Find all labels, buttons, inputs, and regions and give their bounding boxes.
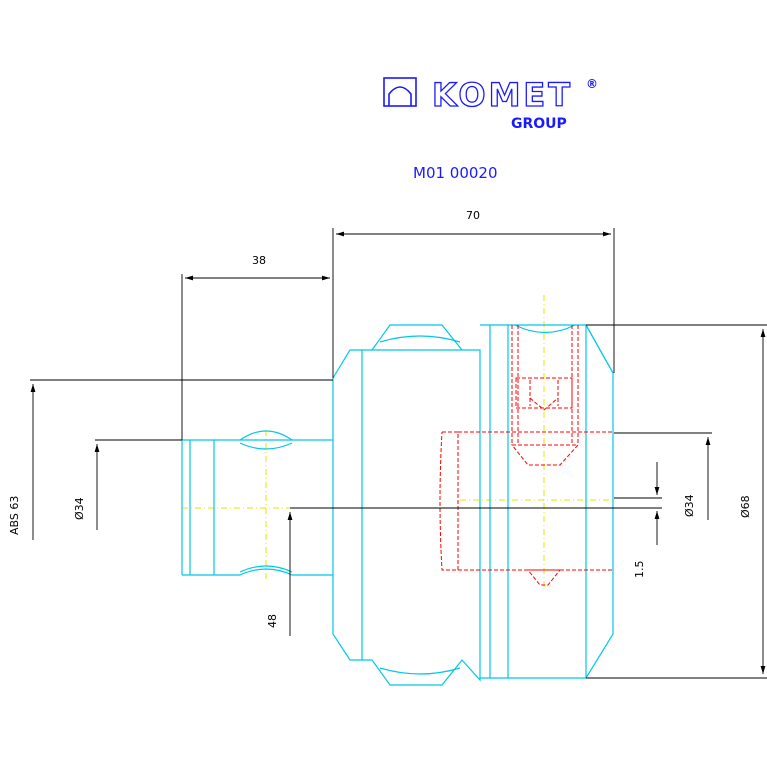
- logo-registered-mark: ®: [586, 77, 598, 91]
- left-shank-groove: [189, 439, 293, 575]
- dim-48-text: 48: [266, 614, 279, 628]
- hidden-insert: [439, 431, 614, 571]
- dim-abs-text: ABS 63: [8, 496, 21, 535]
- dim-38-text: 38: [252, 254, 266, 267]
- part-outline: [181, 324, 614, 686]
- right-head: [480, 324, 614, 679]
- logo-mark-arc: [388, 86, 412, 106]
- left-shank: [181, 430, 333, 576]
- part-code: M01 00020: [413, 164, 498, 182]
- hidden-bore-top: [511, 325, 579, 445]
- centerlines: [182, 295, 615, 590]
- dimension-lines: [30, 228, 767, 679]
- logo-mark-icon: [383, 77, 417, 107]
- dim-dia68-text: Ø68: [739, 495, 752, 518]
- dim-dia34-left-text: Ø34: [73, 497, 86, 520]
- hidden-screw: [515, 377, 573, 411]
- dim-dia34-right-text: Ø34: [683, 494, 696, 517]
- right-head-inner: [489, 324, 614, 678]
- dim-70-text: 70: [466, 209, 480, 222]
- dim-15-text: 1.5: [633, 561, 646, 579]
- hidden-drill-tip: [526, 569, 562, 586]
- logo-brand-text: KOMET: [432, 76, 573, 114]
- komet-logo: [383, 77, 417, 107]
- hidden-bore-tip: [510, 444, 580, 466]
- main-body-inner: [361, 335, 462, 675]
- hidden-lines: [439, 325, 614, 586]
- logo-group-text: GROUP: [511, 116, 567, 132]
- main-body: [332, 324, 481, 686]
